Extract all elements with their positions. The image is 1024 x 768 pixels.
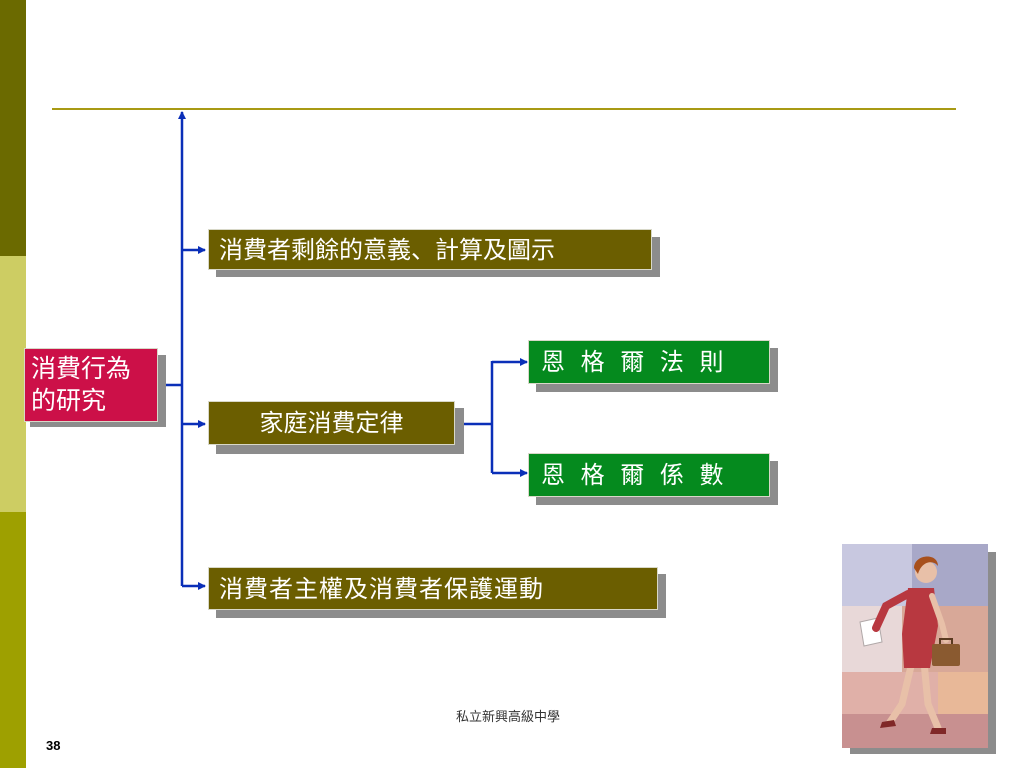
sub-branch-node-label: 恩 格 爾 係 數 bbox=[541, 461, 728, 489]
sub-branch-node-label: 恩 格 爾 法 則 bbox=[541, 348, 728, 376]
root-node-line1: 消費行為 bbox=[31, 354, 132, 383]
branch-node-consumer-surplus: 消費者剩餘的意義、計算及圖示 bbox=[208, 229, 652, 270]
title-rule bbox=[52, 108, 956, 110]
sub-branch-node-engel-coefficient: 恩 格 爾 係 數 bbox=[528, 453, 770, 497]
root-node: 消費行為 的研究 bbox=[24, 348, 158, 422]
branch-node-label: 家庭消費定律 bbox=[259, 409, 404, 437]
sub-branch-node-engel-law: 恩 格 爾 法 則 bbox=[528, 340, 770, 384]
root-node-line2: 的研究 bbox=[31, 386, 107, 415]
page-number: 38 bbox=[46, 738, 61, 753]
branch-node-label: 消費者主權及消費者保護運動 bbox=[219, 574, 544, 603]
side-bar-bottom bbox=[0, 512, 26, 768]
branch-node-consumer-sovereignty: 消費者主權及消費者保護運動 bbox=[208, 567, 658, 610]
branch-node-label: 消費者剩餘的意義、計算及圖示 bbox=[219, 235, 555, 264]
side-bar-middle bbox=[0, 256, 26, 512]
side-bar-top bbox=[0, 0, 26, 256]
footer-school-name: 私立新興高級中學 bbox=[456, 710, 561, 725]
woman-with-briefcase-icon bbox=[842, 544, 988, 748]
branch-node-household-consumption: 家庭消費定律 bbox=[208, 401, 455, 445]
